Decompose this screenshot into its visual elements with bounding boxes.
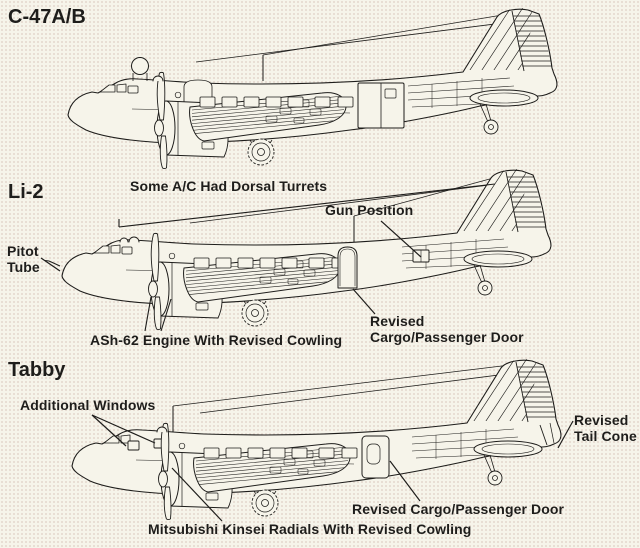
section-title-tabby: Tabby xyxy=(8,359,66,381)
label-li2-cargo-door-line2: Cargo/Passenger Door xyxy=(370,329,524,345)
label-pitot-tube-line1: Pitot xyxy=(7,243,39,259)
section-title-li2: Li-2 xyxy=(8,181,44,203)
li2-drawing xyxy=(44,169,552,330)
section-title-c47: C-47A/B xyxy=(8,6,86,28)
tabby-drawing xyxy=(71,359,562,520)
label-li2-cargo-door-line1: Revised xyxy=(370,313,425,329)
label-revised-tail-cone-line1: Revised xyxy=(574,412,629,428)
label-leader-lines xyxy=(40,183,574,522)
label-pitot-tube: Pitot Tube xyxy=(7,243,40,275)
label-ash62-engine: ASh-62 Engine With Revised Cowling xyxy=(90,332,343,348)
label-kinsei-engine: Mitsubishi Kinsei Radials With Revised C… xyxy=(148,521,472,537)
label-additional-windows: Additional Windows xyxy=(20,397,156,413)
label-gun-position: Gun Position xyxy=(325,202,414,218)
label-dorsal-turrets: Some A/C Had Dorsal Turrets xyxy=(130,178,328,194)
label-pitot-tube-line2: Tube xyxy=(7,259,40,275)
label-tabby-cargo-door: Revised Cargo/Passenger Door xyxy=(352,501,565,517)
label-revised-tail-cone-line2: Tail Cone xyxy=(574,428,637,444)
c47-drawing xyxy=(67,8,558,169)
label-revised-tail-cone: Revised Tail Cone xyxy=(574,412,637,444)
label-li2-cargo-door: Revised Cargo/Passenger Door xyxy=(370,313,524,345)
